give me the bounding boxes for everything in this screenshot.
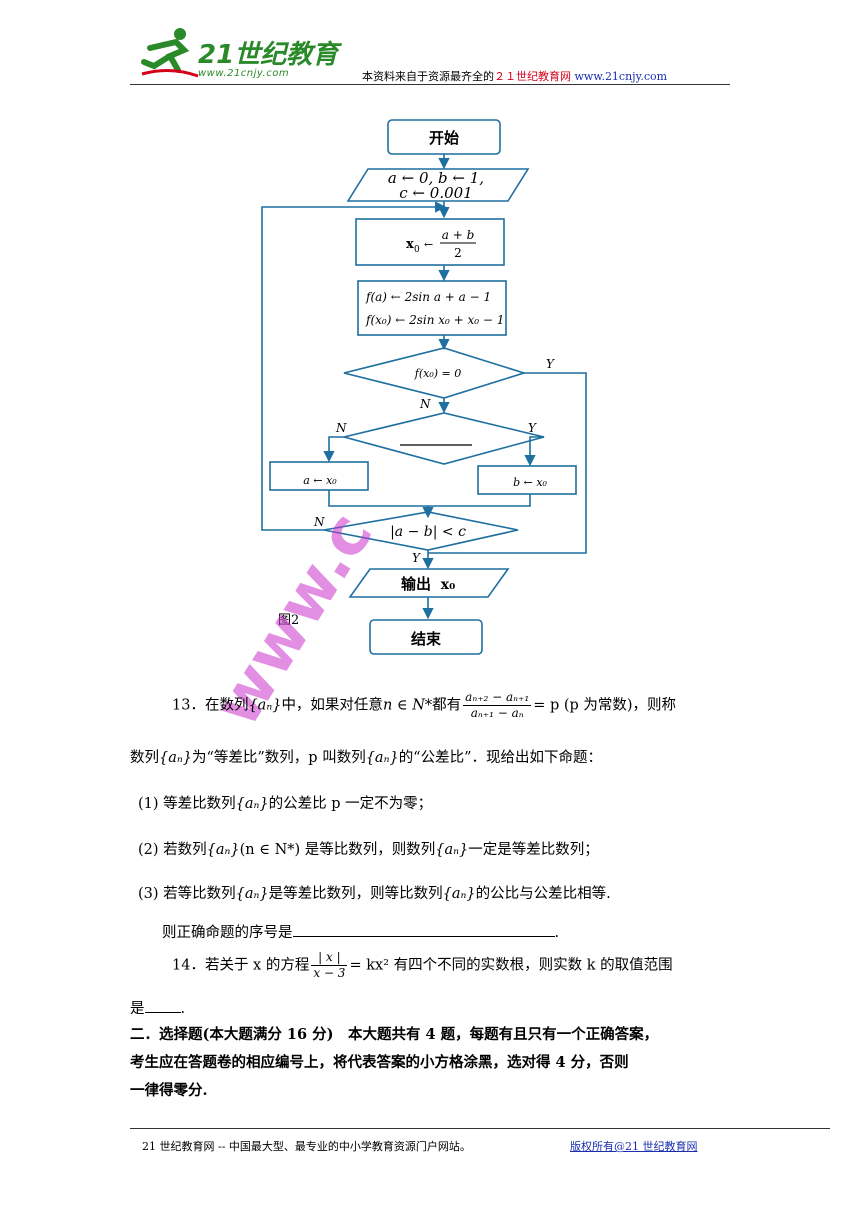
logo-url: www.21cnjy.com: [198, 68, 290, 79]
q13-frac-den: aₙ₊₁ − aₙ: [470, 706, 524, 720]
q13-item2-seq2: {aₙ}: [435, 842, 469, 858]
q14-c: 是: [130, 1001, 145, 1017]
q13-item3-a: (3) 若等比数列: [138, 886, 236, 902]
function-box: [357, 280, 507, 336]
q13-line2-c: 的“公差比”．现给出如下命题：: [398, 750, 603, 766]
q13-line2: 数列{aₙ}为“等差比”数列，p 叫数列{aₙ}的“公差比”．现给出如下命题：: [130, 750, 602, 767]
decision-blank: [343, 412, 545, 465]
section2-line1: 二．选择题(本大题满分 16 分) 本大题共有 4 题，每题有且只有一个正确答案…: [130, 1026, 659, 1043]
init-line1: a ← 0, b ← 1,: [388, 169, 484, 187]
function-line2: f(x₀) ← 2sin x₀ + x₀ − 1: [365, 313, 504, 327]
q13-intro: 13．在数列: [172, 697, 249, 714]
assign-x0-var: x: [406, 237, 414, 252]
assign-arrow: ←: [424, 238, 433, 251]
q13-item3: (3) 若等比数列{aₙ}是等差比数列，则等比数列{aₙ}的公比与公差比相等.: [138, 886, 611, 903]
logo-title: 21世纪教育: [198, 40, 339, 70]
label-y-cond3: Y: [412, 551, 421, 565]
q13-item3-c: 的公比与公差比相等.: [475, 886, 611, 902]
footer-left: 21 世纪教育网 -- 中国最大型、最专业的中小学教育资源门户网站。: [142, 1140, 471, 1153]
footer-rule: [130, 1128, 830, 1129]
q13-answer-blank[interactable]: [292, 922, 555, 937]
q13-intro-e: = p (p 为常数)，则称: [533, 697, 677, 714]
q14-line2: 是.: [130, 998, 185, 1018]
q13-item1-b: 的公差比 p 一定不为零；: [268, 796, 433, 812]
section2-line3: 一律得零分.: [130, 1082, 208, 1099]
assign-x0-num: a + b: [442, 228, 475, 242]
q13-line2-b: 为“等差比”数列，p 叫数列: [191, 750, 366, 766]
decision-converge: [323, 511, 519, 551]
output-var: x₀: [441, 577, 455, 593]
q14-frac-den: x − 3: [313, 966, 346, 980]
label-n-cond3: N: [313, 515, 325, 529]
q13-answer-end: .: [554, 925, 560, 941]
assign-x0-den: 2: [454, 246, 462, 260]
q13-line2-a: 数列: [130, 750, 159, 766]
q14-d: .: [180, 1001, 186, 1017]
q13-frac-num: aₙ₊₂ − aₙ₊₁: [463, 690, 532, 706]
q13-item3-seq2: {aₙ}: [442, 886, 476, 902]
q14-frac-num: | x |: [311, 950, 348, 966]
function-line1: f(a) ← 2sin a + a − 1: [365, 290, 491, 304]
q13-item3-b: 是等差比数列，则等比数列: [268, 886, 443, 902]
footer-copyright-link[interactable]: 版权所有@21 世纪教育网: [570, 1140, 698, 1153]
q13-item1: (1) 等差比数列{aₙ}的公差比 p 一定不为零；: [138, 796, 432, 813]
q13-item2-seq1: {aₙ}: [206, 842, 240, 858]
q14-fraction: | x |x − 3: [311, 950, 348, 981]
init-box: [346, 168, 530, 202]
q13-domain: n ∈ N*: [382, 697, 433, 714]
header-caption-brand: ２１世纪教育网: [494, 70, 571, 83]
q13-seq: {aₙ}: [248, 697, 282, 714]
q14-line1: 14．若关于 x 的方程| x |x − 3= kx² 有四个不同的实数根，则实…: [172, 950, 673, 981]
output-label: 输出: [401, 575, 431, 593]
decision-converge-label: |a − b| < c: [390, 524, 466, 540]
q14-intro-b: = kx² 有四个不同的实数根，则实数 k 的取值范围: [349, 957, 673, 974]
q13-item2: (2) 若数列{aₙ}(n ∈ N*) 是等比数列，则数列{aₙ}一定是等差比数…: [138, 842, 599, 859]
label-n-cond2: N: [335, 421, 347, 435]
header-caption: 本资料来自于资源最齐全的２１世纪教育网 www.21cnjy.com: [362, 68, 667, 84]
label-n-cond1: N: [419, 397, 431, 411]
q13-item1-seq: {aₙ}: [235, 796, 269, 812]
end-box: [369, 619, 483, 655]
decision-fx0-label: f(x₀) = 0: [414, 367, 461, 380]
start-label: 开始: [429, 129, 459, 147]
figure-label: 图2: [278, 613, 299, 628]
assign-a-box: [269, 461, 369, 491]
assign-x0-sub: 0: [414, 245, 420, 255]
q13-intro-d: 都有: [432, 697, 462, 714]
flowchart: 开始 a ← 0, b ← 1, c ← 0.001 x 0 ← a + b 2…: [261, 119, 587, 655]
q13-item2-b: (n ∈ N*) 是等比数列，则数列: [239, 842, 436, 858]
q14-intro: 14．若关于 x 的方程: [172, 957, 310, 974]
label-y-cond2: Y: [528, 421, 537, 435]
header-rule: [130, 84, 730, 85]
assign-b-box: [477, 465, 577, 495]
section2-line2: 考生应在答题卷的相应编号上，将代表答案的小方格涂黑，选对得 4 分，否则: [130, 1054, 629, 1071]
q13-line2-seq1: {aₙ}: [159, 750, 192, 766]
q13-item2-c: 一定是等差比数列；: [468, 842, 599, 858]
header-caption-url[interactable]: www.21cnjy.com: [574, 70, 668, 83]
q14-answer-blank[interactable]: [144, 998, 181, 1013]
q13-intro-b: 中，如果对任意: [281, 697, 383, 714]
assign-b-label: b ← x₀: [513, 476, 547, 489]
label-y-cond1: Y: [546, 357, 555, 371]
site-logo: 21世纪教育 www.21cnjy.com: [140, 26, 340, 86]
q13-item3-seq1: {aₙ}: [235, 886, 269, 902]
q13-line2-seq2: {aₙ}: [365, 750, 399, 766]
runner-logo-icon: [141, 28, 199, 78]
end-label: 结束: [411, 630, 442, 648]
init-line2: c ← 0.001: [399, 184, 472, 202]
q13-answer-line: 则正确命题的序号是.: [162, 922, 559, 942]
q13-answer-prompt: 则正确命题的序号是: [162, 925, 293, 941]
output-box: [348, 568, 510, 598]
header-caption-prefix: 本资料来自于资源最齐全的: [362, 70, 494, 83]
assign-a-label: a ← x₀: [303, 474, 337, 487]
assign-x0-box: [355, 218, 505, 266]
q13-item2-a: (2) 若数列: [138, 842, 207, 858]
q13-item1-a: (1) 等差比数列: [138, 796, 236, 812]
